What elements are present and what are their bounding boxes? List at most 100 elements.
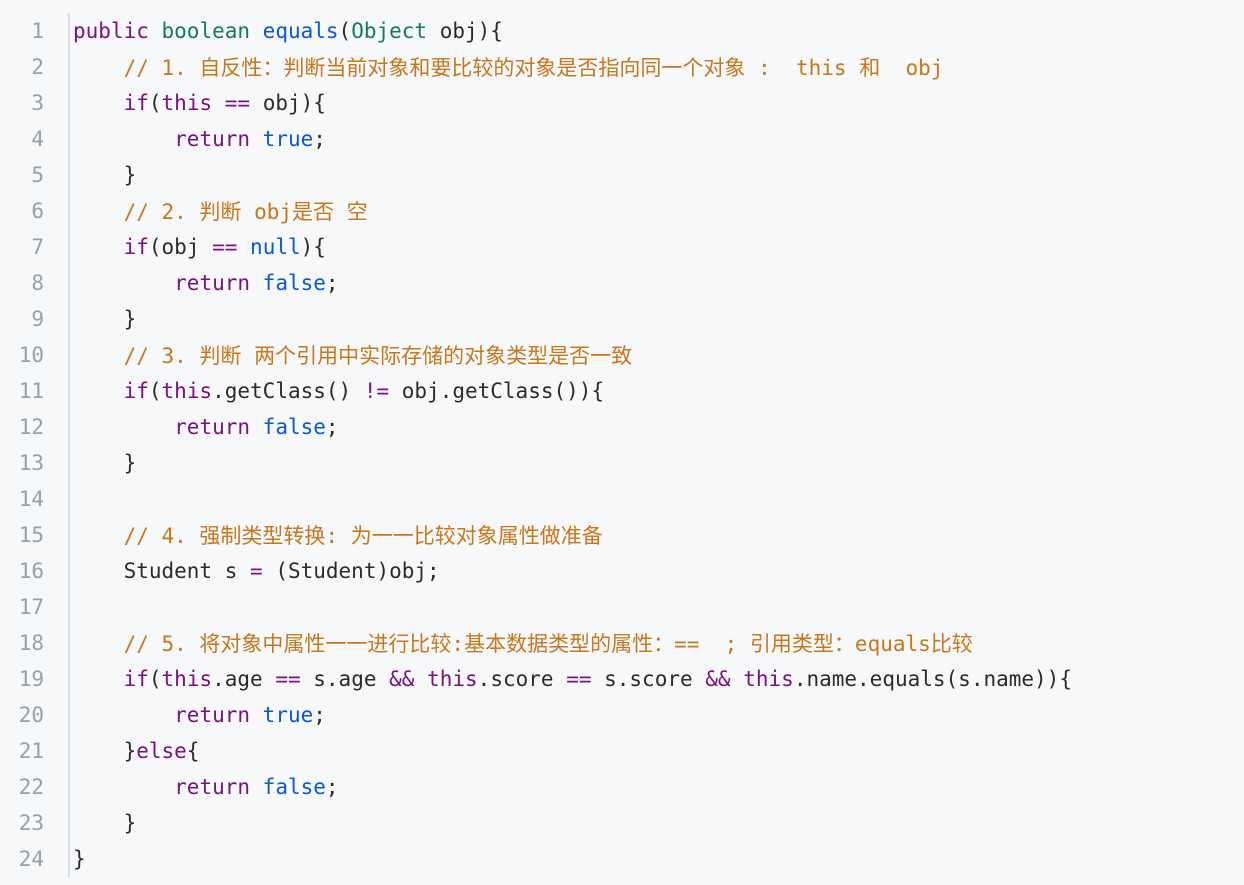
- code-token: // 4. 强制类型转换: 为一一比较对象属性做准备: [73, 524, 603, 548]
- code-token: [73, 235, 124, 259]
- code-token: (: [338, 19, 352, 43]
- line-number: 19: [18, 667, 44, 691]
- code-token: ;: [313, 703, 326, 727]
- code-token: }: [73, 307, 137, 331]
- line-number: 22: [18, 775, 44, 799]
- line-text: // 5. 将对象中属性一一进行比较:基本数据类型的属性：== ; 引用类型：e…: [56, 628, 1244, 658]
- line-text: Student s = (Student)obj;: [56, 559, 1244, 583]
- line-number: 15: [18, 523, 44, 547]
- code-token: ==: [566, 667, 592, 691]
- code-line: 22 return false;: [0, 769, 1244, 805]
- code-token: [73, 91, 124, 115]
- line-text: if(this.getClass() != obj.getClass()){: [56, 379, 1244, 403]
- code-token: ){: [300, 91, 326, 115]
- code-token: (: [148, 379, 162, 403]
- line-number: 16: [18, 559, 44, 583]
- code-token: if: [123, 667, 149, 691]
- code-line: 20 return true;: [0, 697, 1244, 733]
- code-line: 18 // 5. 将对象中属性一一进行比较:基本数据类型的属性：== ; 引用类…: [0, 625, 1244, 661]
- code-token: =: [250, 559, 263, 583]
- line-number: 21: [18, 739, 44, 763]
- code-token: }: [73, 451, 137, 475]
- code-token: Student s: [73, 559, 251, 583]
- code-token: [731, 667, 744, 691]
- code-token: ==: [212, 91, 263, 115]
- code-line: 13 }: [0, 445, 1244, 481]
- code-token: }: [73, 811, 137, 835]
- code-token: this: [427, 667, 478, 691]
- code-token: .name.equals(s.name)){: [793, 667, 1072, 691]
- code-token: if: [123, 91, 149, 115]
- line-text: }: [56, 163, 1244, 187]
- code-token: obj: [161, 235, 200, 259]
- code-line: 19 if(this.age == s.age && this.score ==…: [0, 661, 1244, 697]
- line-number: 13: [18, 451, 44, 475]
- code-token: &&: [705, 667, 731, 691]
- code-token: (: [148, 91, 162, 115]
- code-token: return: [174, 775, 263, 799]
- code-line: 7 if(obj == null){: [0, 229, 1244, 265]
- code-token: false: [262, 415, 326, 439]
- code-line: 6 // 2. 判断 obj是否 空: [0, 193, 1244, 229]
- code-token: [73, 127, 174, 151]
- code-token: [73, 271, 174, 295]
- line-text: return false;: [56, 271, 1244, 295]
- line-number: 2: [31, 55, 44, 79]
- line-number: 11: [18, 379, 44, 403]
- line-text: if(obj == null){: [56, 235, 1244, 259]
- code-token: true: [262, 703, 314, 727]
- code-token: [73, 775, 174, 799]
- line-text: return true;: [56, 127, 1244, 151]
- code-token: !=: [363, 379, 390, 403]
- code-token: this: [161, 379, 213, 403]
- code-token: ;: [325, 415, 339, 439]
- code-token: ;: [313, 127, 326, 151]
- line-text: }: [56, 451, 1244, 475]
- line-text: // 3. 判断 两个引用中实际存储的对象类型是否一致: [56, 340, 1244, 370]
- line-text: if(this == obj){: [56, 91, 1244, 115]
- code-token: return: [174, 703, 263, 727]
- code-line: 3 if(this == obj){: [0, 85, 1244, 121]
- code-token: equals: [262, 19, 339, 43]
- code-token: ;: [325, 775, 339, 799]
- code-token: }: [73, 847, 86, 871]
- code-token: (: [148, 667, 162, 691]
- line-text: }: [56, 811, 1244, 835]
- code-line: 15 // 4. 强制类型转换: 为一一比较对象属性做准备: [0, 517, 1244, 553]
- code-line: 4 return true;: [0, 121, 1244, 157]
- code-line: 21 }else{: [0, 733, 1244, 769]
- code-token: [73, 379, 124, 403]
- code-token: this: [161, 667, 213, 691]
- code-token: Object: [351, 19, 440, 43]
- code-token: return: [174, 415, 263, 439]
- code-token: }: [73, 739, 137, 763]
- line-number: 3: [31, 91, 44, 115]
- code-token: .getClass(): [212, 379, 364, 403]
- code-token: }: [73, 163, 137, 187]
- code-token: [73, 415, 174, 439]
- code-token: ==: [275, 667, 301, 691]
- code-token: else: [136, 739, 187, 763]
- line-number: 24: [18, 847, 44, 871]
- line-number: 4: [31, 127, 44, 151]
- line-text: }else{: [56, 739, 1244, 763]
- code-token: {: [186, 739, 200, 763]
- line-number: 6: [31, 199, 44, 223]
- code-line: 14: [0, 481, 1244, 517]
- line-number: 8: [31, 271, 44, 295]
- code-token: this: [743, 667, 794, 691]
- code-line: 16 Student s = (Student)obj;: [0, 553, 1244, 589]
- code-line: 8 return false;: [0, 265, 1244, 301]
- code-line: 17: [0, 589, 1244, 625]
- code-token: ;: [325, 271, 339, 295]
- code-token: public: [73, 19, 162, 43]
- code-line: 9 }: [0, 301, 1244, 337]
- code-token: if: [123, 379, 149, 403]
- code-token: // 2. 判断 obj是否 空: [73, 200, 368, 224]
- code-token: ){: [300, 235, 326, 259]
- code-token: &&: [389, 667, 415, 691]
- code-token: .age: [212, 667, 276, 691]
